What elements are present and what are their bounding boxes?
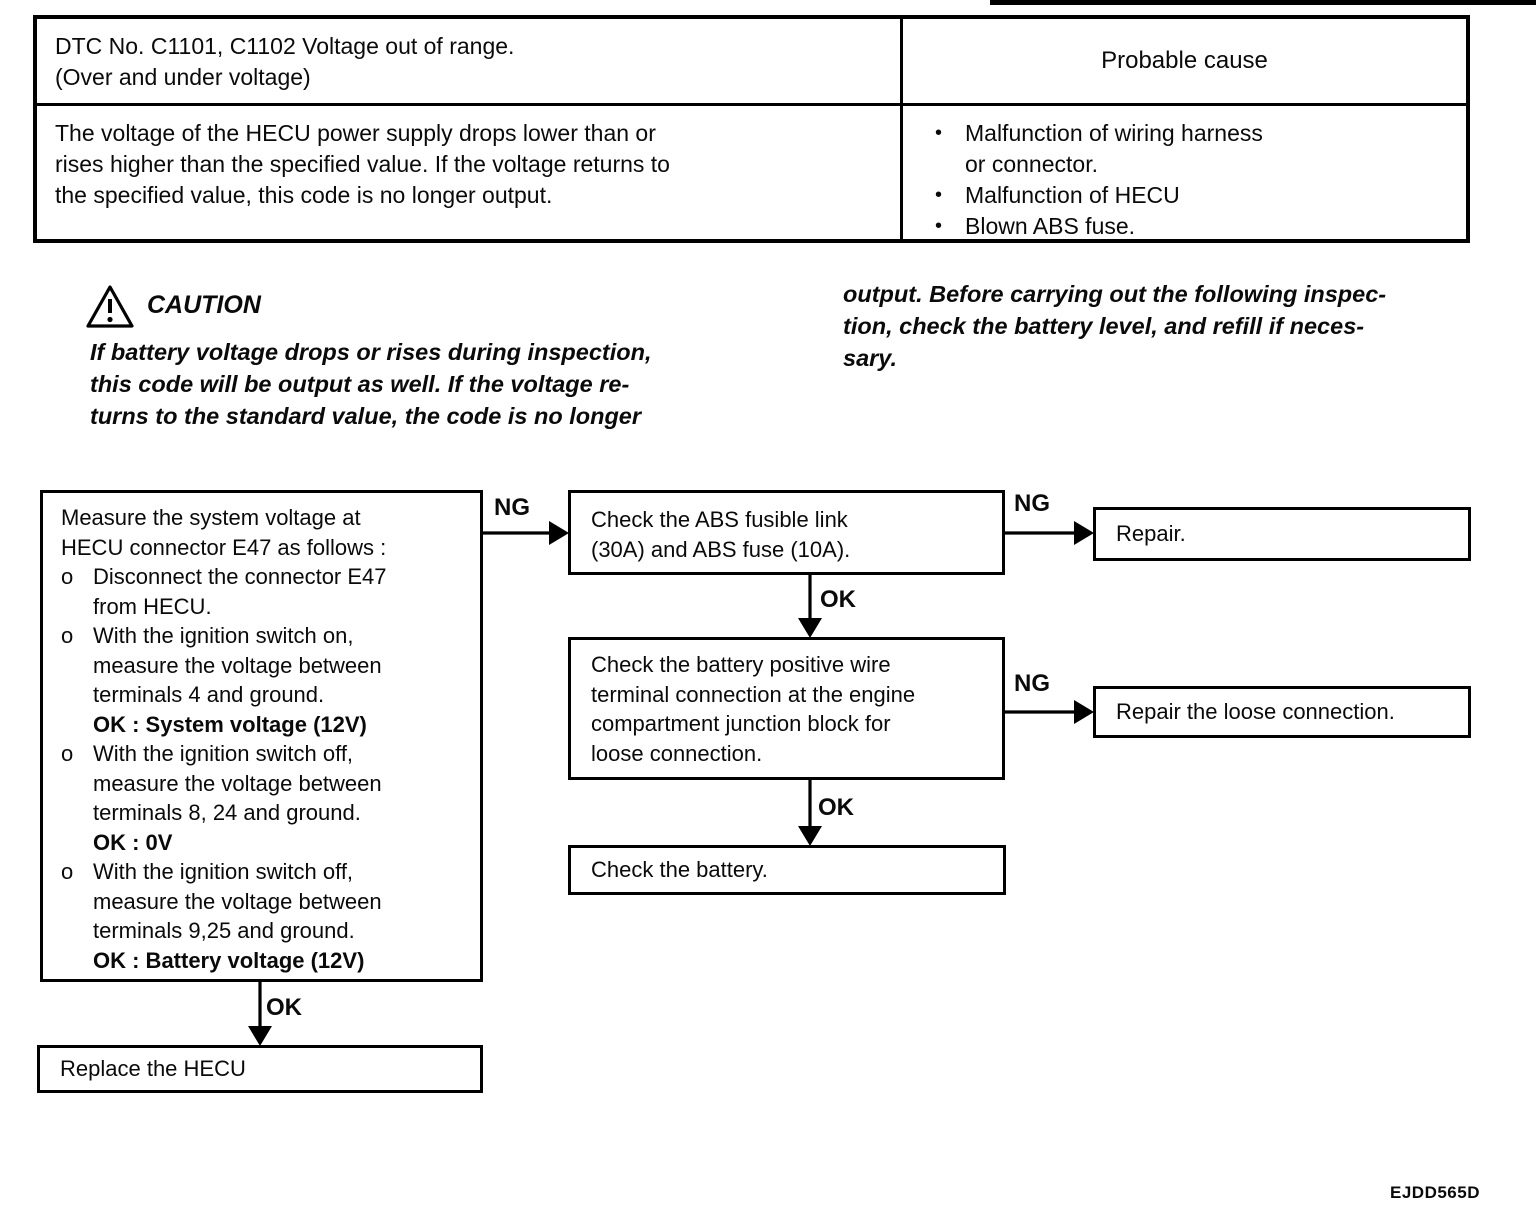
step-ok-value: OK : System voltage (12V) — [93, 711, 367, 737]
top-rule — [990, 0, 1536, 5]
probable-cause-list: • Malfunction of wiring harness or conne… — [903, 106, 1466, 242]
flow-box-repair-loose-connection: Repair the loose connection. — [1093, 686, 1471, 738]
flow-box-check-fusible-link: Check the ABS fusible link (30A) and ABS… — [568, 490, 1005, 575]
ok-label: OK — [266, 994, 302, 1021]
ng-label: NG — [494, 494, 530, 521]
flow-box-repair: Repair. — [1093, 507, 1471, 561]
flow-box-check-battery: Check the battery. — [568, 845, 1006, 895]
measure-box-heading: Measure the system voltage at HECU conne… — [61, 505, 387, 560]
step-marker: o — [61, 741, 74, 766]
dtc-table-body-row: The voltage of the HECU power supply dro… — [37, 106, 1466, 242]
step-body: Disconnect the connector E47 from HECU. — [93, 562, 387, 621]
measure-step: o Disconnect the connector E47 from HECU… — [61, 562, 466, 621]
bullet-icon: • — [935, 122, 943, 144]
step-text: With the ignition switch off, measure th… — [93, 741, 382, 825]
ok-label: OK — [820, 586, 856, 613]
flow-box-check-battery-wire: Check the battery positive wire terminal… — [568, 637, 1005, 780]
step-body: With the ignition switch on, measure the… — [93, 621, 382, 739]
dtc-title-cell: DTC No. C1101, C1102 Voltage out of rang… — [37, 19, 903, 103]
dtc-title: DTC No. C1101, C1102 Voltage out of rang… — [55, 33, 515, 90]
step-marker: o — [61, 623, 74, 648]
caution-text-right-column: output. Before carrying out the followin… — [843, 281, 1387, 371]
flow-box-replace-hecu: Replace the HECU — [37, 1045, 483, 1093]
probable-cause-header: Probable cause — [1101, 47, 1268, 74]
step-marker: o — [61, 564, 74, 589]
ok-label: OK — [818, 794, 854, 821]
caution-heading: CAUTION — [147, 291, 261, 319]
cause-text: Malfunction of HECU — [965, 182, 1180, 208]
step-text: Disconnect the connector E47 from HECU. — [93, 564, 387, 619]
cause-text: Blown ABS fuse. — [965, 213, 1136, 239]
flow-box-measure-voltage: Measure the system voltage at HECU conne… — [40, 490, 483, 982]
step-body: With the ignition switch off, measure th… — [93, 739, 382, 857]
measure-step: o With the ignition switch on, measure t… — [61, 621, 466, 739]
list-item: • Malfunction of HECU — [935, 180, 1456, 211]
probable-cause-cell: • Malfunction of wiring harness or conne… — [903, 106, 1466, 242]
dtc-description: The voltage of the HECU power supply dro… — [55, 120, 670, 208]
step-body: With the ignition switch off, measure th… — [93, 857, 382, 975]
ng-label: NG — [1014, 670, 1050, 697]
caution-text-left-column: If battery voltage drops or rises during… — [90, 339, 652, 429]
step-ok-value: OK : Battery voltage (12V) — [93, 947, 365, 973]
measure-step: o With the ignition switch off, measure … — [61, 857, 466, 975]
step-text: With the ignition switch on, measure the… — [93, 623, 382, 707]
warning-triangle-icon — [85, 284, 135, 335]
dtc-table-header-row: DTC No. C1101, C1102 Voltage out of rang… — [37, 19, 1466, 106]
ng-label: NG — [1014, 490, 1050, 517]
dtc-table: DTC No. C1101, C1102 Voltage out of rang… — [33, 15, 1470, 243]
bullet-icon: • — [935, 184, 943, 206]
step-marker: o — [61, 859, 74, 884]
dtc-description-cell: The voltage of the HECU power supply dro… — [37, 106, 903, 242]
document-code: EJDD565D — [1390, 1183, 1480, 1202]
measure-step: o With the ignition switch off, measure … — [61, 739, 466, 857]
list-item: • Blown ABS fuse. — [935, 211, 1456, 242]
bullet-icon: • — [935, 215, 943, 237]
list-item: • Malfunction of wiring harness or conne… — [935, 118, 1456, 180]
cause-text: Malfunction of wiring harness or connect… — [965, 120, 1263, 177]
step-ok-value: OK : 0V — [93, 829, 173, 855]
step-text: With the ignition switch off, measure th… — [93, 859, 382, 943]
